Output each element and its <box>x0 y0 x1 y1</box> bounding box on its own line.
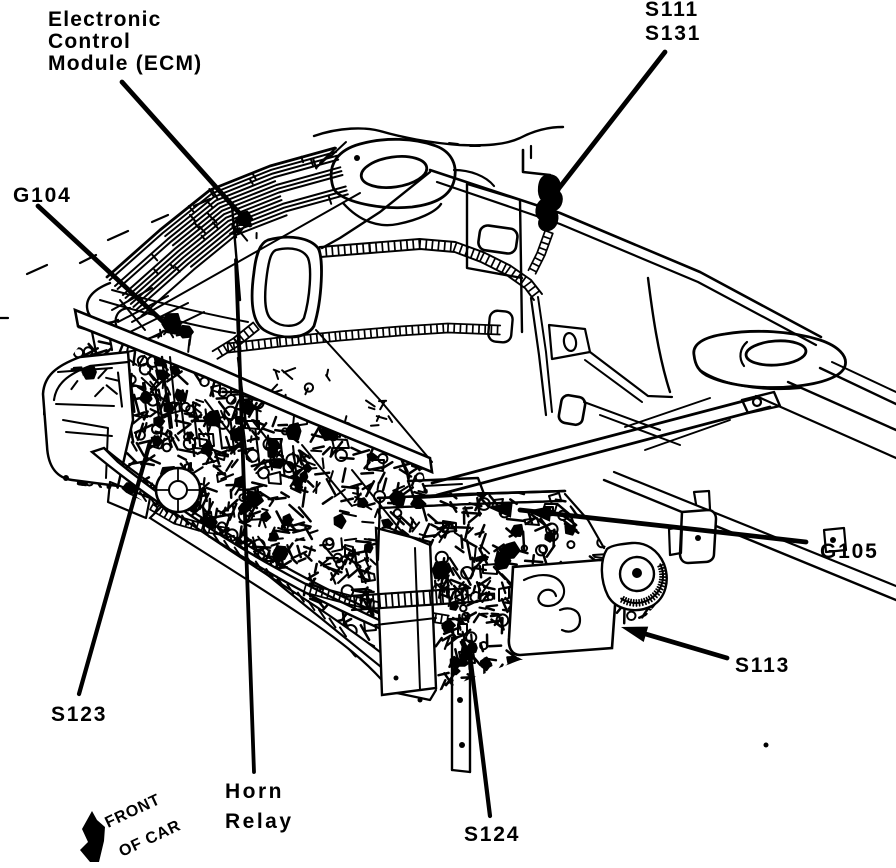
svg-text:S111: S111 <box>645 0 699 21</box>
svg-text:Horn: Horn <box>225 780 284 803</box>
svg-text:S124: S124 <box>464 823 520 846</box>
svg-text:S113: S113 <box>735 654 790 677</box>
svg-text:Relay: Relay <box>225 810 294 833</box>
svg-text:Electronic: Electronic <box>48 8 162 31</box>
svg-text:G104: G104 <box>13 184 72 207</box>
svg-text:Control: Control <box>48 30 131 53</box>
svg-text:G105: G105 <box>820 540 879 563</box>
svg-text:Module (ECM): Module (ECM) <box>48 52 202 75</box>
svg-text:S131: S131 <box>645 22 701 45</box>
svg-text:S123: S123 <box>51 703 107 726</box>
